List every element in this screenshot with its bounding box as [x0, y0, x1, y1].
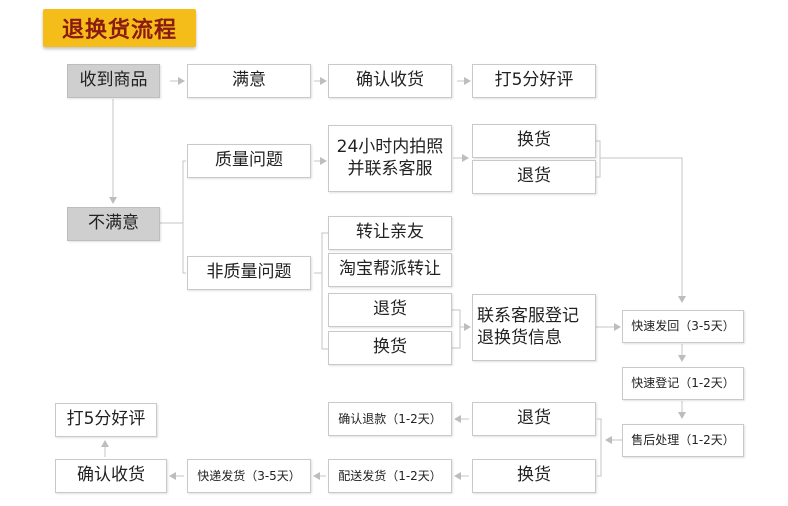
page-title: 退换货流程 — [43, 9, 196, 47]
node-express-ship: 快递发货（3-5天） — [187, 459, 311, 493]
node-exchange-a: 换货 — [472, 124, 596, 158]
node-after-sales: 售后处理（1-2天） — [622, 424, 744, 457]
bracket-nonquality — [321, 232, 328, 350]
node-return-b: 退货 — [328, 293, 452, 327]
node-quality-issue: 质量问题 — [187, 144, 311, 178]
node-dispatch: 配送发货（1-2天） — [328, 459, 452, 493]
branch-not-satisfied — [160, 160, 186, 224]
node-confirm-receipt-top: 确认收货 — [328, 64, 452, 98]
node-express-register: 快速登记（1-2天） — [622, 367, 744, 400]
node-received: 收到商品 — [67, 64, 160, 98]
node-return-c: 退货 — [472, 402, 596, 436]
node-taobao-transfer: 淘宝帮派转让 — [328, 253, 452, 287]
node-contact-cs-24h: 24小时内拍照 并联系客服 — [328, 125, 452, 192]
node-confirm-receipt-bottom: 确认收货 — [55, 459, 167, 493]
bracket-c — [597, 418, 602, 477]
bracket-b — [452, 309, 461, 349]
line-to-express-send-back — [600, 157, 686, 303]
node-rate-top: 打5分好评 — [472, 64, 596, 98]
node-register-info: 联系客服登记 退换货信息 — [472, 294, 596, 361]
node-confirm-refund: 确认退款（1-2天） — [328, 402, 452, 436]
node-satisfied: 满意 — [187, 64, 311, 98]
node-exchange-b: 换货 — [328, 331, 452, 365]
node-exchange-c: 换货 — [472, 459, 596, 493]
node-non-quality-issue: 非质量问题 — [187, 256, 311, 290]
node-express-send-back: 快速发回（3-5天） — [622, 310, 744, 343]
node-not-satisfied: 不满意 — [67, 207, 160, 241]
node-transfer-friends: 转让亲友 — [328, 216, 452, 250]
bracket-a — [596, 140, 601, 178]
node-return-a: 退货 — [472, 160, 596, 194]
node-rate-bottom: 打5分好评 — [55, 403, 157, 437]
